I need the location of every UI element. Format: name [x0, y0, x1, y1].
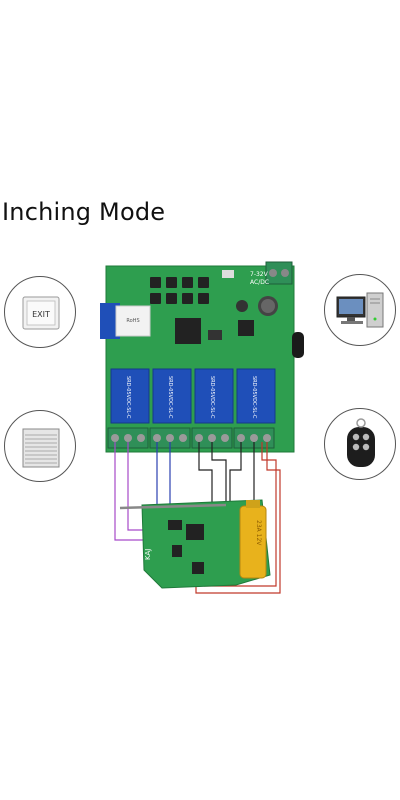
roller-shutter-icon — [4, 410, 76, 482]
page-title: Inching Mode — [2, 198, 166, 226]
relay-board: 7-32V AC/DC RoHS — [100, 261, 304, 453]
relay-4-label: SRD-05VDC-SL-C — [251, 376, 257, 419]
battery-label: 23A 12V — [255, 520, 262, 546]
relay-2-label: SRD-05VDC-SL-C — [167, 376, 173, 419]
power-label: AC/DC — [250, 279, 269, 286]
relay-1-label: SRD-05VDC-SL-C — [125, 376, 131, 419]
voltage-label: 7-32V — [250, 271, 269, 278]
car-key-remote-icon — [324, 408, 396, 480]
remote-board: KAJ 23A 12V — [119, 499, 271, 589]
desktop-computer-icon — [324, 274, 396, 346]
remote-label: KAJ — [144, 549, 152, 560]
exit-button-icon: EXIT — [4, 276, 76, 348]
relay-row: SRD-05VDC-SL-C SRD-05VDC-SL-C SRD-05VDC-… — [110, 368, 276, 424]
exit-label: EXIT — [32, 310, 50, 319]
module-label: RoHS — [126, 318, 139, 324]
output-terminals — [107, 427, 275, 449]
relay-3-label: SRD-05VDC-SL-C — [209, 376, 215, 419]
